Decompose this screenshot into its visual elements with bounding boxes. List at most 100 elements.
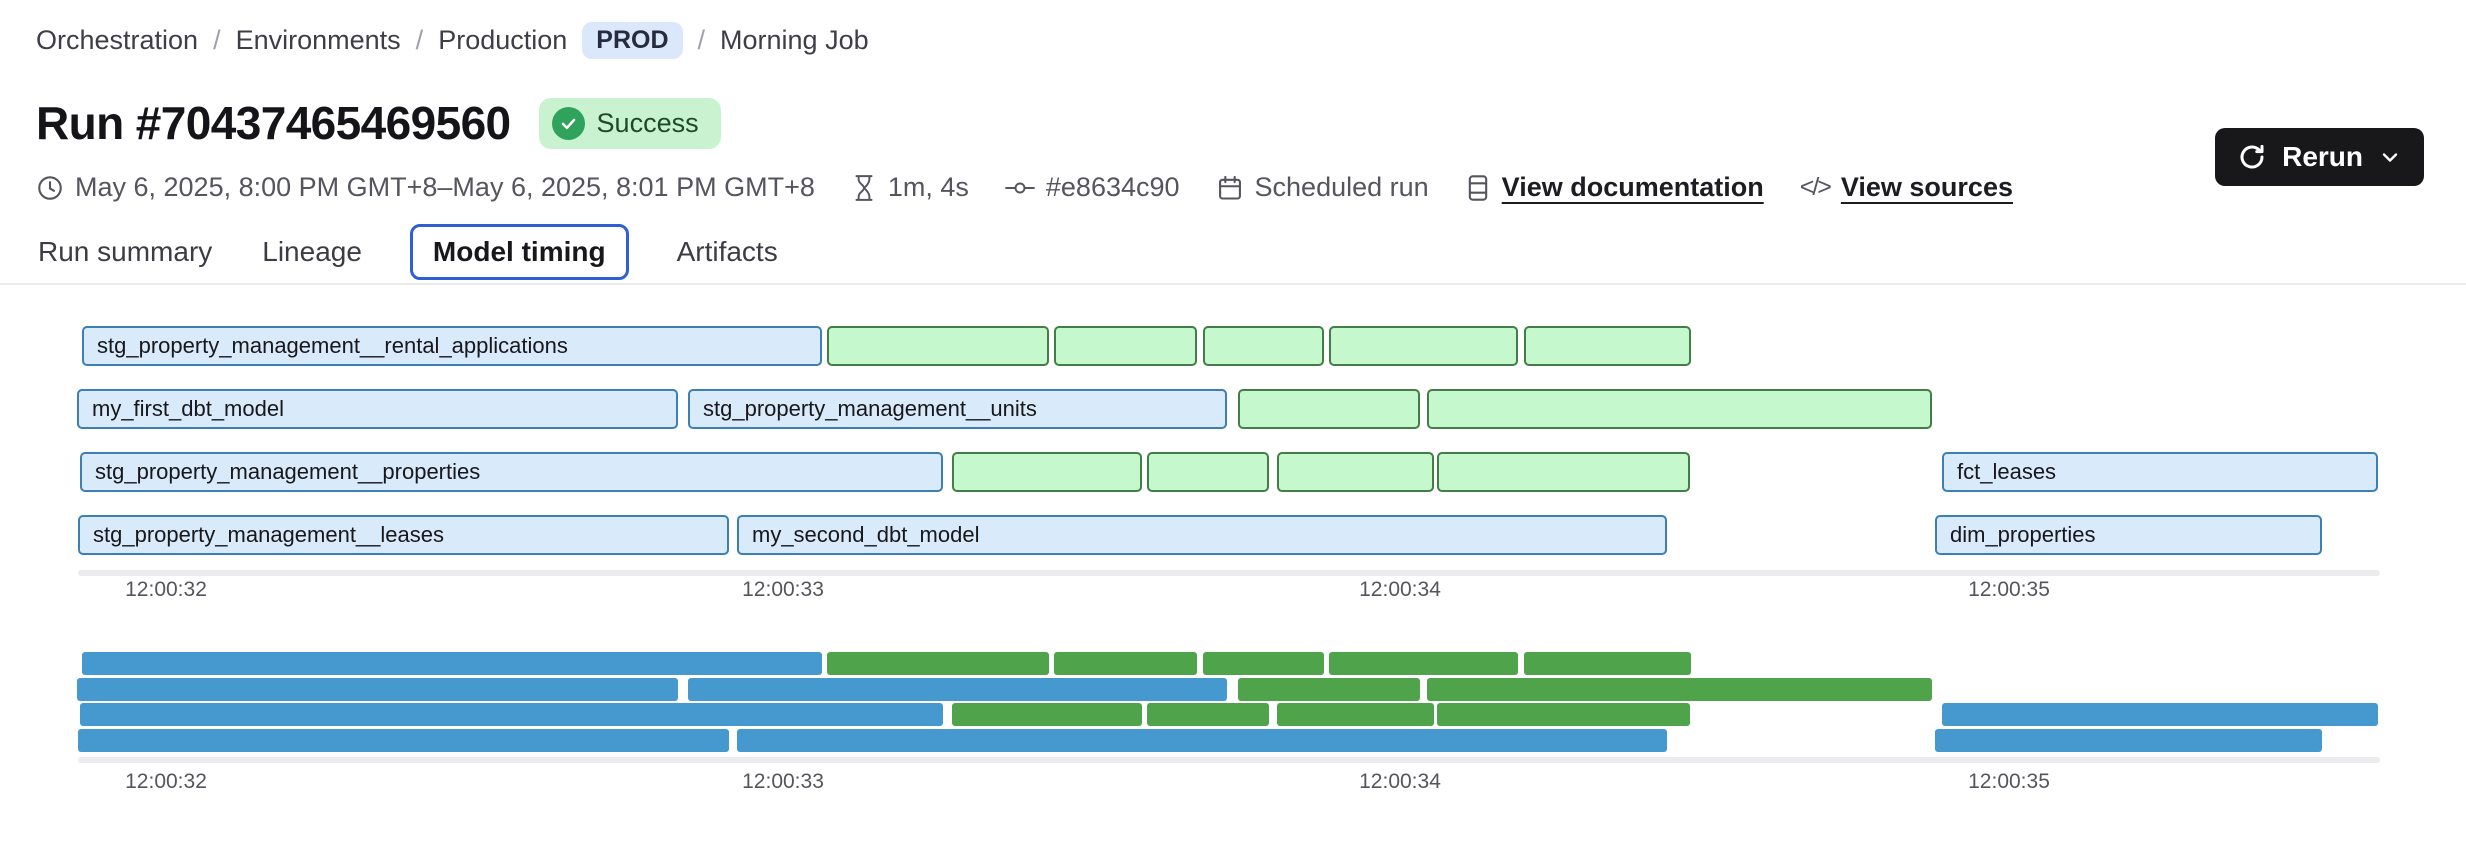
minimap-bar <box>827 652 1049 675</box>
meta-time-range-label: May 6, 2025, 8:00 PM GMT+8–May 6, 2025, … <box>75 172 815 202</box>
gantt-bar-stg-property-management-leases[interactable]: stg_property_management__leases <box>78 515 729 555</box>
minimap-bar <box>1277 703 1434 726</box>
minimap-bar <box>952 703 1142 726</box>
meta-trigger-label: Scheduled run <box>1254 172 1429 202</box>
breadcrumb-item-environments[interactable]: Environments <box>235 25 401 55</box>
minimap-bar <box>1203 652 1324 675</box>
env-badge-prod: PROD <box>582 22 683 59</box>
bar-label: fct_leases <box>1957 459 2057 484</box>
gantt-row: stg_property_management__rental_applicat… <box>78 326 2380 366</box>
model-timing-gantt: stg_property_management__rental_applicat… <box>77 326 2380 558</box>
status-label: Success <box>596 107 699 138</box>
run-tabs: Run summary Lineage Model timing Artifacts <box>36 222 780 282</box>
meta-docs[interactable]: View documentation <box>1465 172 1764 203</box>
rerun-button[interactable]: Rerun <box>2215 128 2424 186</box>
tick-label: 12:00:34 <box>1359 770 1441 793</box>
minimap-bar <box>1935 729 2322 752</box>
breadcrumb-item-morning-job[interactable]: Morning Job <box>720 25 869 55</box>
minimap-bar <box>1437 703 1690 726</box>
bar-label: my_first_dbt_model <box>92 396 284 421</box>
gantt-bar-my-second-dbt-model[interactable]: my_second_dbt_model <box>737 515 1667 555</box>
minimap-row <box>77 678 2380 701</box>
gantt-bar-test[interactable] <box>1147 452 1269 492</box>
clock-icon <box>36 174 64 202</box>
chevron-down-icon[interactable] <box>2378 145 2402 169</box>
tick-label: 12:00:35 <box>1968 770 2050 793</box>
page-title: Run #70437465469560 <box>36 97 511 149</box>
gantt-bar-test[interactable] <box>1203 326 1324 366</box>
minimap-row <box>78 729 2380 752</box>
meta-duration-label: 1m, 4s <box>887 172 969 202</box>
minimap-bar <box>1524 652 1691 675</box>
gantt-scrollbar[interactable] <box>78 570 2380 576</box>
minimap-bar <box>77 678 678 701</box>
gantt-bar-test[interactable] <box>1054 326 1197 366</box>
bar-label: dim_properties <box>1950 522 2096 547</box>
gantt-row: my_first_dbt_model stg_property_managemen… <box>77 389 2380 429</box>
gantt-bar-test[interactable] <box>1437 452 1690 492</box>
meta-commit-label: #e8634c90 <box>1045 172 1180 202</box>
bar-label: stg_property_management__units <box>703 396 1037 421</box>
gantt-bar-test[interactable] <box>1277 452 1434 492</box>
breadcrumb-separator: / <box>213 25 221 55</box>
tab-artifacts[interactable]: Artifacts <box>676 236 778 267</box>
meta-sources[interactable]: </> View sources <box>1800 172 2013 203</box>
gantt-bar-test[interactable] <box>1524 326 1691 366</box>
gantt-bar-test[interactable] <box>952 452 1142 492</box>
gantt-bar-dim-properties[interactable]: dim_properties <box>1935 515 2322 555</box>
tab-lineage[interactable]: Lineage <box>262 236 362 267</box>
meta-trigger: Scheduled run <box>1216 172 1429 203</box>
tabs-divider <box>0 283 2466 285</box>
status-badge: Success <box>538 97 721 149</box>
gantt-bar-test[interactable] <box>827 326 1049 366</box>
view-documentation-link[interactable]: View documentation <box>1501 172 1764 202</box>
gantt-bar-test[interactable] <box>1329 326 1518 366</box>
view-sources-link[interactable]: View sources <box>1840 172 2013 202</box>
minimap-bar <box>80 703 943 726</box>
minimap-bar <box>1054 652 1197 675</box>
meta-time-range: May 6, 2025, 8:00 PM GMT+8–May 6, 2025, … <box>36 172 815 203</box>
rerun-label: Rerun <box>2282 141 2363 172</box>
gantt-bar-my-first-dbt-model[interactable]: my_first_dbt_model <box>77 389 678 429</box>
minimap-bar <box>688 678 1227 701</box>
bar-label: stg_property_management__rental_applicat… <box>97 333 568 358</box>
gantt-bar-stg-property-management-rental-applications[interactable]: stg_property_management__rental_applicat… <box>82 326 822 366</box>
bar-label: stg_property_management__properties <box>95 459 481 484</box>
minimap-bar <box>737 729 1667 752</box>
gantt-bar-test[interactable] <box>1238 389 1420 429</box>
minimap-row <box>78 703 2380 726</box>
gantt-bar-stg-property-management-units[interactable]: stg_property_management__units <box>688 389 1227 429</box>
calendar-icon <box>1216 174 1244 202</box>
breadcrumb-item-orchestration[interactable]: Orchestration <box>36 25 199 55</box>
tick-label: 12:00:33 <box>742 770 824 793</box>
commit-icon <box>1004 174 1035 202</box>
tick-label: 12:00:32 <box>125 578 207 601</box>
breadcrumb-separator: / <box>415 25 424 55</box>
breadcrumb-separator: / <box>697 25 706 55</box>
minimap-scrollbar[interactable] <box>78 757 2380 763</box>
timing-minimap[interactable] <box>77 652 2380 752</box>
minimap-bar <box>78 729 729 752</box>
tick-label: 12:00:33 <box>742 578 824 601</box>
run-header: Run #70437465469560 Success <box>36 96 721 150</box>
success-check-icon <box>551 106 585 140</box>
minimap-bar <box>1942 703 2378 726</box>
gantt-bar-fct-leases[interactable]: fct_leases <box>1942 452 2378 492</box>
tick-label: 12:00:35 <box>1968 578 2050 601</box>
minimap-bar <box>82 652 822 675</box>
run-meta-row: May 6, 2025, 8:00 PM GMT+8–May 6, 2025, … <box>36 172 2013 203</box>
tick-label: 12:00:32 <box>125 770 207 793</box>
gantt-bar-stg-property-management-properties[interactable]: stg_property_management__properties <box>80 452 943 492</box>
breadcrumb: Orchestration / Environments / Production PRO… <box>36 22 869 59</box>
gantt-bar-test[interactable] <box>1427 389 1932 429</box>
breadcrumb-item-production[interactable]: Production <box>438 25 568 55</box>
minimap-row <box>78 652 2380 675</box>
minimap-bar <box>1147 703 1269 726</box>
meta-duration: 1m, 4s <box>851 172 969 203</box>
code-icon: </> <box>1799 173 1832 201</box>
tab-model-timing[interactable]: Model timing <box>409 224 629 280</box>
tab-run-summary[interactable]: Run summary <box>38 236 213 267</box>
